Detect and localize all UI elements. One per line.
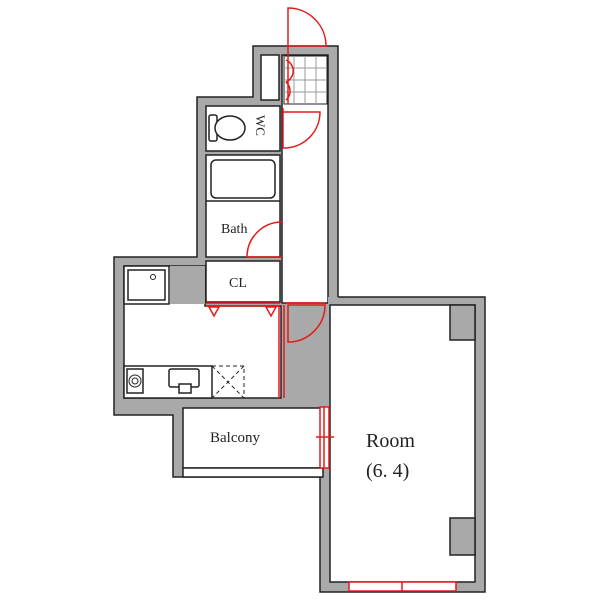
shoe-storage	[260, 54, 280, 101]
closet-door[interactable]	[206, 302, 280, 318]
bathtub-icon	[210, 159, 276, 199]
room-label: Room	[366, 430, 415, 452]
closet	[205, 260, 281, 303]
bath-door[interactable]	[246, 221, 283, 258]
pillar-bottom	[449, 517, 476, 556]
balcony-label: Balcony	[210, 430, 260, 446]
shoe-storage-doors[interactable]	[285, 46, 294, 104]
washer-pan-icon	[127, 269, 166, 301]
pipe-space	[170, 266, 205, 304]
closet-label: CL	[229, 276, 247, 291]
balcony-window[interactable]	[316, 406, 334, 469]
wc-door[interactable]	[282, 108, 321, 149]
room-size-label: (6. 4)	[366, 460, 409, 482]
stove-icon	[126, 368, 144, 394]
room-door[interactable]	[278, 302, 326, 398]
room-window[interactable]	[348, 581, 457, 592]
bath-label: Bath	[221, 222, 247, 237]
toilet-icon	[208, 114, 246, 142]
sink-icon	[168, 368, 200, 394]
balcony-railing	[182, 467, 324, 478]
balcony	[182, 407, 324, 469]
pillar-top	[449, 304, 476, 341]
main-room	[329, 304, 476, 583]
entrance-door[interactable]	[287, 7, 327, 47]
wc-label: WC	[253, 115, 268, 136]
fridge-space	[211, 365, 245, 399]
